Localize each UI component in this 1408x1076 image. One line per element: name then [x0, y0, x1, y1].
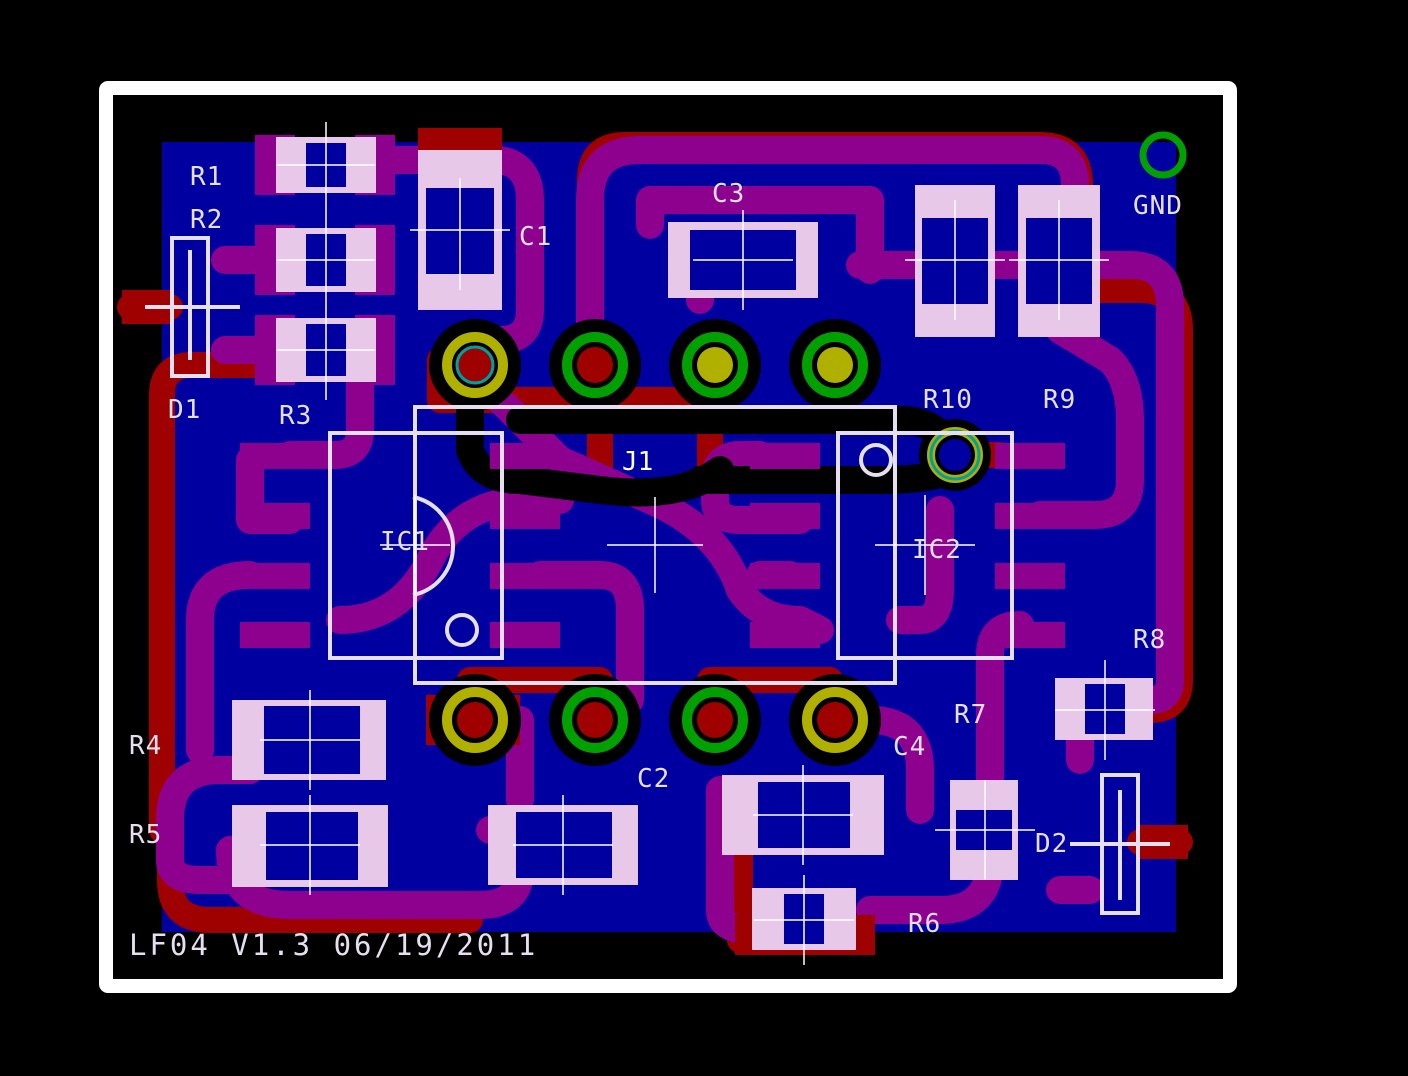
j1-pad-7 — [562, 687, 628, 753]
ic1-notch — [412, 495, 456, 597]
via-r10-hole — [939, 439, 971, 471]
label-r4: R4 — [129, 731, 162, 761]
label-gnd: GND — [1133, 191, 1183, 221]
top-trace-left-loop — [149, 352, 373, 843]
j1-pad-2 — [562, 332, 628, 398]
j1-pad-5 — [802, 687, 868, 753]
j1-pad-3 — [682, 332, 748, 398]
label-ic2: IC2 — [912, 535, 962, 565]
ic1-pin1-mark — [445, 613, 479, 647]
j1-pad-5-hole — [817, 702, 853, 738]
board-outline — [99, 81, 1237, 993]
j1-pad-1-hole — [457, 347, 493, 383]
j1-pad-3-hole — [697, 347, 733, 383]
j1-pad-7-hole — [577, 702, 613, 738]
bottom-trace-ic1-r4 — [186, 561, 264, 764]
ic2-pin8 — [995, 443, 1065, 469]
j1-pad-6 — [682, 687, 748, 753]
ic2-pin1-mark — [859, 443, 893, 477]
ic1-outline — [328, 431, 504, 660]
label-c3: C3 — [712, 179, 745, 209]
label-j1: J1 — [622, 447, 653, 477]
j1-pad-1 — [442, 332, 508, 398]
ic2-pin3 — [750, 563, 820, 589]
j1-pad-4 — [802, 332, 868, 398]
j1-pad-6-hole — [697, 702, 733, 738]
r5-gap — [266, 812, 358, 880]
bottom-trace-r3-ic1 — [276, 351, 374, 469]
bottom-trace-ic1-pin7 — [526, 561, 644, 714]
ic2-pin6 — [995, 563, 1065, 589]
label-r8: R8 — [1133, 625, 1166, 655]
label-r2: R2 — [190, 205, 223, 235]
label-d2: D2 — [1035, 829, 1068, 859]
ic1-pin1 — [240, 443, 310, 469]
label-c4: C4 — [893, 732, 926, 762]
bottom-trace-r4-r5 — [156, 756, 264, 894]
ic1-pin4 — [240, 622, 310, 648]
label-r9: R9 — [1043, 385, 1076, 415]
bottom-trace-r9-loop — [846, 251, 1184, 714]
ic1-pin3 — [240, 563, 310, 589]
j1-pad-1-ring — [455, 345, 495, 385]
label-c1: C1 — [519, 222, 552, 252]
ic1-pin2 — [240, 503, 310, 529]
origin-crosses — [260, 122, 1155, 965]
label-c2: C2 — [637, 764, 670, 794]
label-r5: R5 — [129, 820, 162, 850]
bottom-trace-ic2-center — [886, 496, 954, 634]
j1-pad-8-hole — [457, 702, 493, 738]
j1-pad-8 — [442, 687, 508, 753]
label-r10: R10 — [923, 385, 973, 415]
label-r7: R7 — [954, 700, 987, 730]
designator-labels: R1 R2 D1 R3 C1 C3 GND R10 R9 J1 IC1 IC2 … — [129, 162, 1183, 962]
ic2-outline — [836, 431, 1014, 660]
j1-pad-4-hole — [817, 347, 853, 383]
through-hole-pads — [429, 131, 1187, 766]
ic2-pin4 — [750, 622, 820, 648]
board-version-label: LF04 V1.3 06/19/2011 — [129, 928, 538, 962]
label-d1: D1 — [168, 395, 201, 425]
gnd-pad — [1139, 131, 1187, 179]
ic2-pin5 — [995, 622, 1065, 648]
ic2-pin2 — [750, 503, 820, 529]
bottom-trace-c3 — [636, 186, 884, 284]
label-r6: R6 — [908, 909, 941, 939]
j1-pad-2-hole — [577, 347, 613, 383]
bottom-trace-top-loop — [576, 136, 1089, 364]
ic2-pin1 — [750, 443, 820, 469]
label-r3: R3 — [279, 401, 312, 431]
bottom-trace-r9-ic2 — [1026, 316, 1144, 529]
ic2-pin7 — [995, 503, 1065, 529]
label-r1: R1 — [190, 162, 223, 192]
label-ic1: IC1 — [380, 527, 430, 557]
black-trace-c — [686, 451, 974, 494]
